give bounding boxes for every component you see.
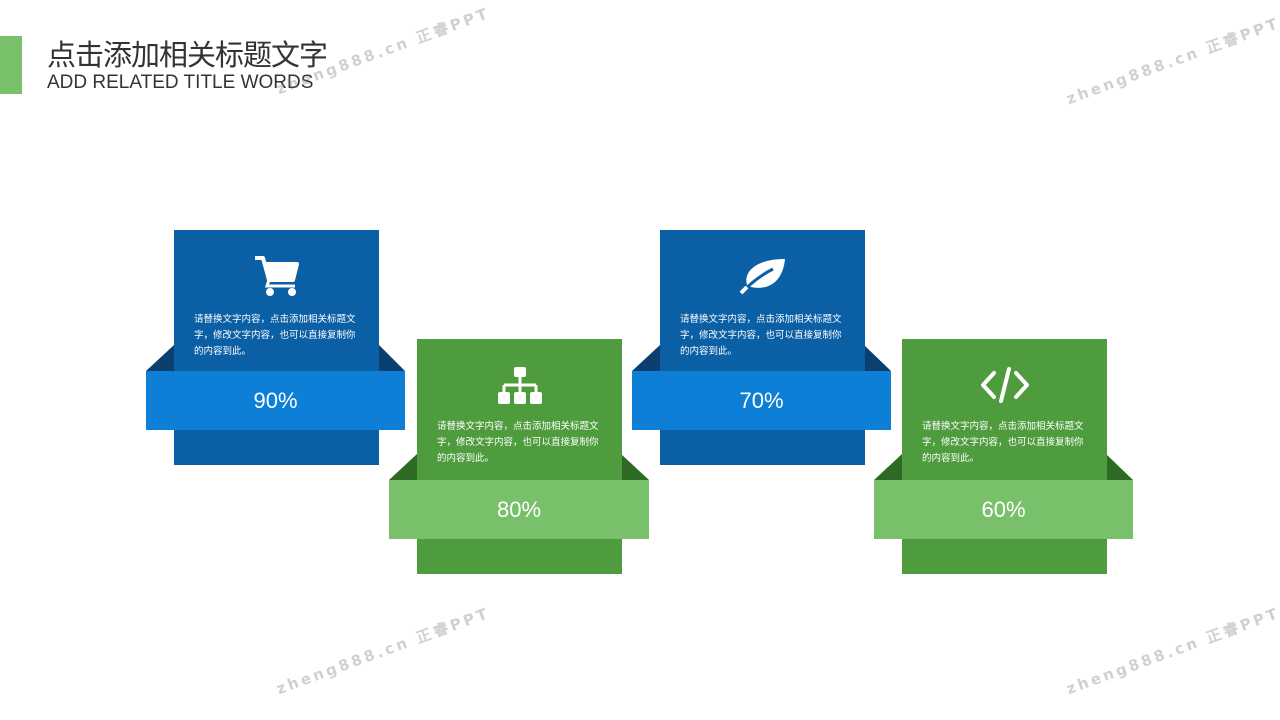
title-accent-bar <box>0 36 22 94</box>
code-icon <box>902 367 1107 403</box>
page-title: 点击添加相关标题文字 <box>47 38 328 72</box>
card-description: 请替换文字内容，点击添加相关标题文字，修改文字内容，也可以直接复制你的内容到此。 <box>680 314 842 357</box>
card-description: 请替换文字内容，点击添加相关标题文字，修改文字内容，也可以直接复制你的内容到此。 <box>194 314 356 357</box>
watermark: zheng888.cn 正睿PPT <box>1063 13 1280 109</box>
card-description: 请替换文字内容，点击添加相关标题文字，修改文字内容，也可以直接复制你的内容到此。 <box>922 421 1084 464</box>
card-description: 请替换文字内容，点击添加相关标题文字，修改文字内容，也可以直接复制你的内容到此。 <box>437 421 599 464</box>
watermark: zheng888.cn 正睿PPT <box>273 603 493 699</box>
watermark: zheng888.cn 正睿PPT <box>1063 603 1280 699</box>
percent-band: 60% <box>874 480 1133 539</box>
percent-band: 90% <box>146 371 405 430</box>
page-subtitle: ADD RELATED TITLE WORDS <box>47 72 314 93</box>
percent-band: 70% <box>632 371 891 430</box>
shopping-cart-icon <box>174 255 379 297</box>
leaf-icon <box>660 257 865 295</box>
percent-band: 80% <box>389 480 649 539</box>
sitemap-icon <box>417 366 622 406</box>
